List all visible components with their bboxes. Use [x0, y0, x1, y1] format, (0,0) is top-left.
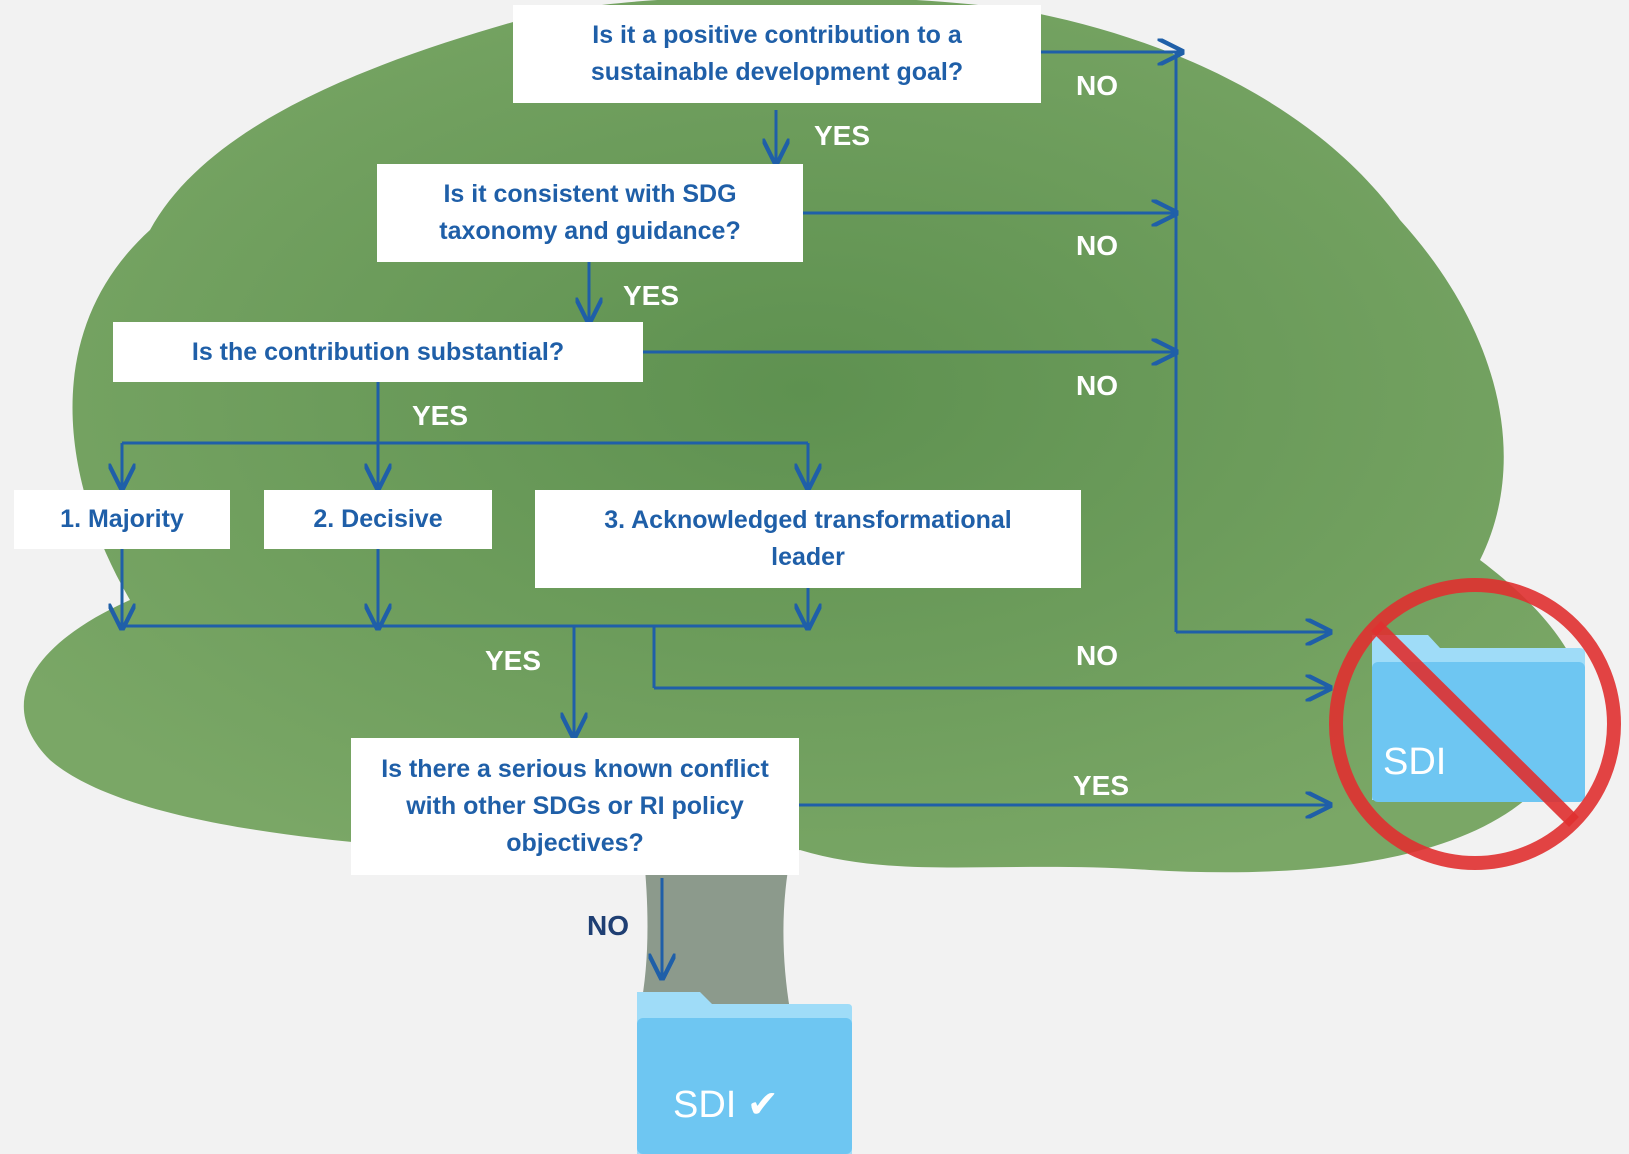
no-label-3: NO [1076, 370, 1118, 401]
no-label-1: NO [1076, 70, 1118, 101]
yes-label-4: YES [485, 645, 542, 676]
connectors [122, 52, 1330, 978]
question-positive-contribution: Is it a positive contribution to a susta… [513, 5, 1041, 103]
criterion-decisive: 2. Decisive [264, 490, 492, 549]
criterion-transformational-leader: 3. Acknowledged transformational leader [535, 490, 1081, 588]
folder-check-icon [637, 992, 852, 1154]
accepted-folder-label: SDI ✔ [673, 1084, 779, 1126]
yes-label-conflict: YES [1073, 770, 1130, 801]
yes-label-2: YES [623, 280, 680, 311]
yes-label-1: YES [814, 120, 871, 151]
question-substantial: Is the contribution substantial? [113, 322, 643, 382]
question-taxonomy-consistency: Is it consistent with SDG taxonomy and g… [377, 164, 803, 262]
no-label-2: NO [1076, 230, 1118, 261]
no-label-conflict: NO [587, 910, 629, 941]
question-serious-conflict: Is there a serious known conflict with o… [351, 738, 799, 875]
yes-label-3: YES [412, 400, 469, 431]
folder-prohibited-icon [1329, 578, 1621, 870]
no-label-4: NO [1076, 640, 1118, 671]
rejected-folder-label: SDI [1383, 741, 1447, 783]
criterion-majority: 1. Majority [14, 490, 230, 549]
